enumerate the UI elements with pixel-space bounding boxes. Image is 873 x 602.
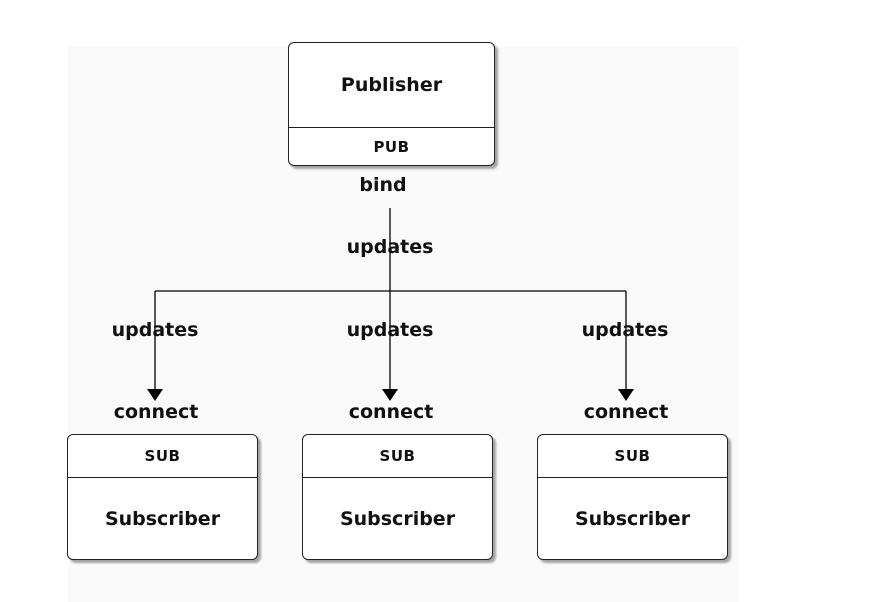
subscriber-title: Subscriber [574,508,691,530]
subscriber-connect-label-3: connect [583,401,669,423]
edge-updates-label-1: updates [111,319,199,341]
publisher-divider [289,127,494,128]
trunk-updates-label: updates [346,236,434,258]
subscriber-node-3: SUB Subscriber [537,434,728,560]
publisher-socket-type: PUB [373,138,410,156]
edge-updates-label-3: updates [581,319,669,341]
subscriber-divider [303,477,492,478]
publisher-bind-label: bind [359,174,407,196]
subscriber-socket-type: SUB [614,447,651,465]
publisher-node: Publisher PUB [288,42,495,166]
publisher-title: Publisher [340,74,443,96]
subscriber-node-1: SUB Subscriber [67,434,258,560]
subscriber-divider [68,477,257,478]
subscriber-divider [538,477,727,478]
subscriber-socket-type: SUB [379,447,416,465]
subscriber-node-2: SUB Subscriber [302,434,493,560]
subscriber-title: Subscriber [104,508,221,530]
subscriber-connect-label-1: connect [113,401,199,423]
subscriber-socket-type: SUB [144,447,181,465]
subscriber-connect-label-2: connect [348,401,434,423]
subscriber-title: Subscriber [339,508,456,530]
edge-updates-label-2: updates [346,319,434,341]
